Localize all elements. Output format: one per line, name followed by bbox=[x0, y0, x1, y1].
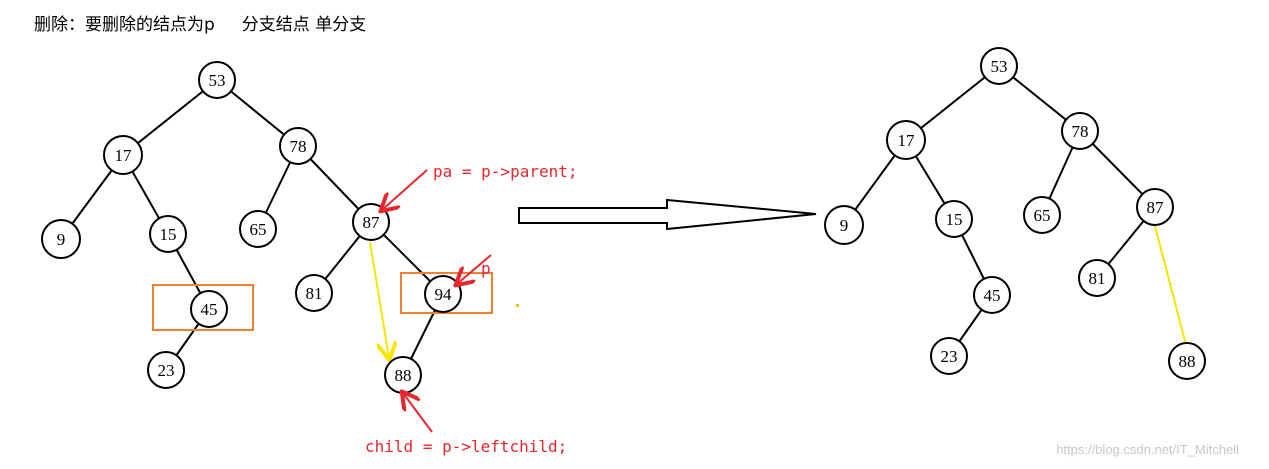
node-label: 9 bbox=[57, 230, 66, 249]
node-label: 23 bbox=[941, 347, 958, 366]
node-23: 23 bbox=[930, 337, 968, 375]
annotation-child: child = p->leftchild; bbox=[365, 437, 567, 456]
node-78: 78 bbox=[1061, 112, 1099, 150]
annotation-p: p bbox=[481, 259, 491, 278]
node-label: 94 bbox=[435, 285, 453, 304]
node-81: 81 bbox=[295, 274, 333, 312]
node-88: 88 bbox=[1168, 342, 1206, 380]
yellow-link-87-88 bbox=[1154, 225, 1187, 346]
node-label: 9 bbox=[840, 216, 849, 235]
node-45: 45 bbox=[973, 276, 1011, 314]
node-78: 78 bbox=[279, 127, 317, 165]
highlight-box-94 bbox=[400, 272, 493, 314]
node-label: 87 bbox=[1147, 198, 1165, 217]
node-9: 9 bbox=[41, 219, 81, 259]
node-label: 17 bbox=[115, 146, 133, 165]
node-65: 65 bbox=[239, 210, 277, 248]
node-label: 65 bbox=[250, 220, 267, 239]
node-17: 17 bbox=[886, 120, 926, 160]
node-53: 53 bbox=[980, 47, 1018, 85]
node-17: 17 bbox=[103, 135, 143, 175]
node-45: 45 bbox=[190, 290, 228, 328]
watermark: https://blog.csdn.net/IT_Mitchell bbox=[1056, 442, 1239, 457]
yellow-link-87-88 bbox=[369, 241, 389, 358]
edge-53-17 bbox=[122, 79, 218, 156]
node-65: 65 bbox=[1023, 196, 1061, 234]
node-label: 53 bbox=[991, 57, 1008, 76]
after-nodes: 53 17 78 9 15 65 87 45 81 23 88 bbox=[824, 47, 1206, 380]
node-label: 81 bbox=[1089, 269, 1106, 288]
node-88: 88 bbox=[384, 356, 422, 394]
node-label: 15 bbox=[160, 225, 177, 244]
node-81: 81 bbox=[1078, 259, 1116, 297]
node-label: 78 bbox=[1072, 122, 1089, 141]
before-tree: 53 17 78 9 15 65 87 45 81 94 23 88 pa = … bbox=[41, 61, 578, 456]
node-23: 23 bbox=[147, 351, 185, 389]
hollow-right-arrow-icon bbox=[518, 198, 817, 231]
red-pointer-arrow-icon bbox=[382, 169, 428, 210]
node-label: 45 bbox=[201, 300, 218, 319]
diagram-title: 删除：要删除的结点为p 分支结点 单分支 bbox=[34, 15, 367, 35]
node-label: 88 bbox=[395, 366, 412, 385]
red-pointer-arrow-icon bbox=[457, 254, 492, 284]
node-label: 87 bbox=[363, 213, 381, 232]
highlight-box-45 bbox=[152, 284, 254, 331]
node-label: 15 bbox=[946, 210, 963, 229]
node-15: 15 bbox=[149, 215, 187, 253]
before-nodes: 53 17 78 9 15 65 87 45 81 94 23 88 bbox=[41, 61, 462, 394]
node-15: 15 bbox=[935, 200, 973, 238]
node-9: 9 bbox=[824, 205, 864, 245]
node-label: 17 bbox=[898, 131, 916, 150]
annotation-parent: pa = p->parent; bbox=[433, 162, 578, 181]
after-tree: 53 17 78 9 15 65 87 45 81 23 88 bbox=[824, 47, 1206, 380]
node-53: 53 bbox=[198, 61, 236, 99]
node-label: 53 bbox=[209, 71, 226, 90]
yellow-dot bbox=[516, 304, 519, 307]
node-label: 88 bbox=[1179, 352, 1196, 371]
after-edges bbox=[843, 65, 1156, 357]
node-label: 78 bbox=[290, 137, 307, 156]
red-pointer-arrow-icon bbox=[403, 393, 433, 433]
node-label: 23 bbox=[158, 361, 175, 380]
node-87: 87 bbox=[1136, 188, 1174, 226]
node-label: 65 bbox=[1034, 206, 1051, 225]
node-label: 45 bbox=[984, 286, 1001, 305]
node-label: 81 bbox=[306, 284, 323, 303]
node-94: 94 bbox=[424, 275, 462, 313]
